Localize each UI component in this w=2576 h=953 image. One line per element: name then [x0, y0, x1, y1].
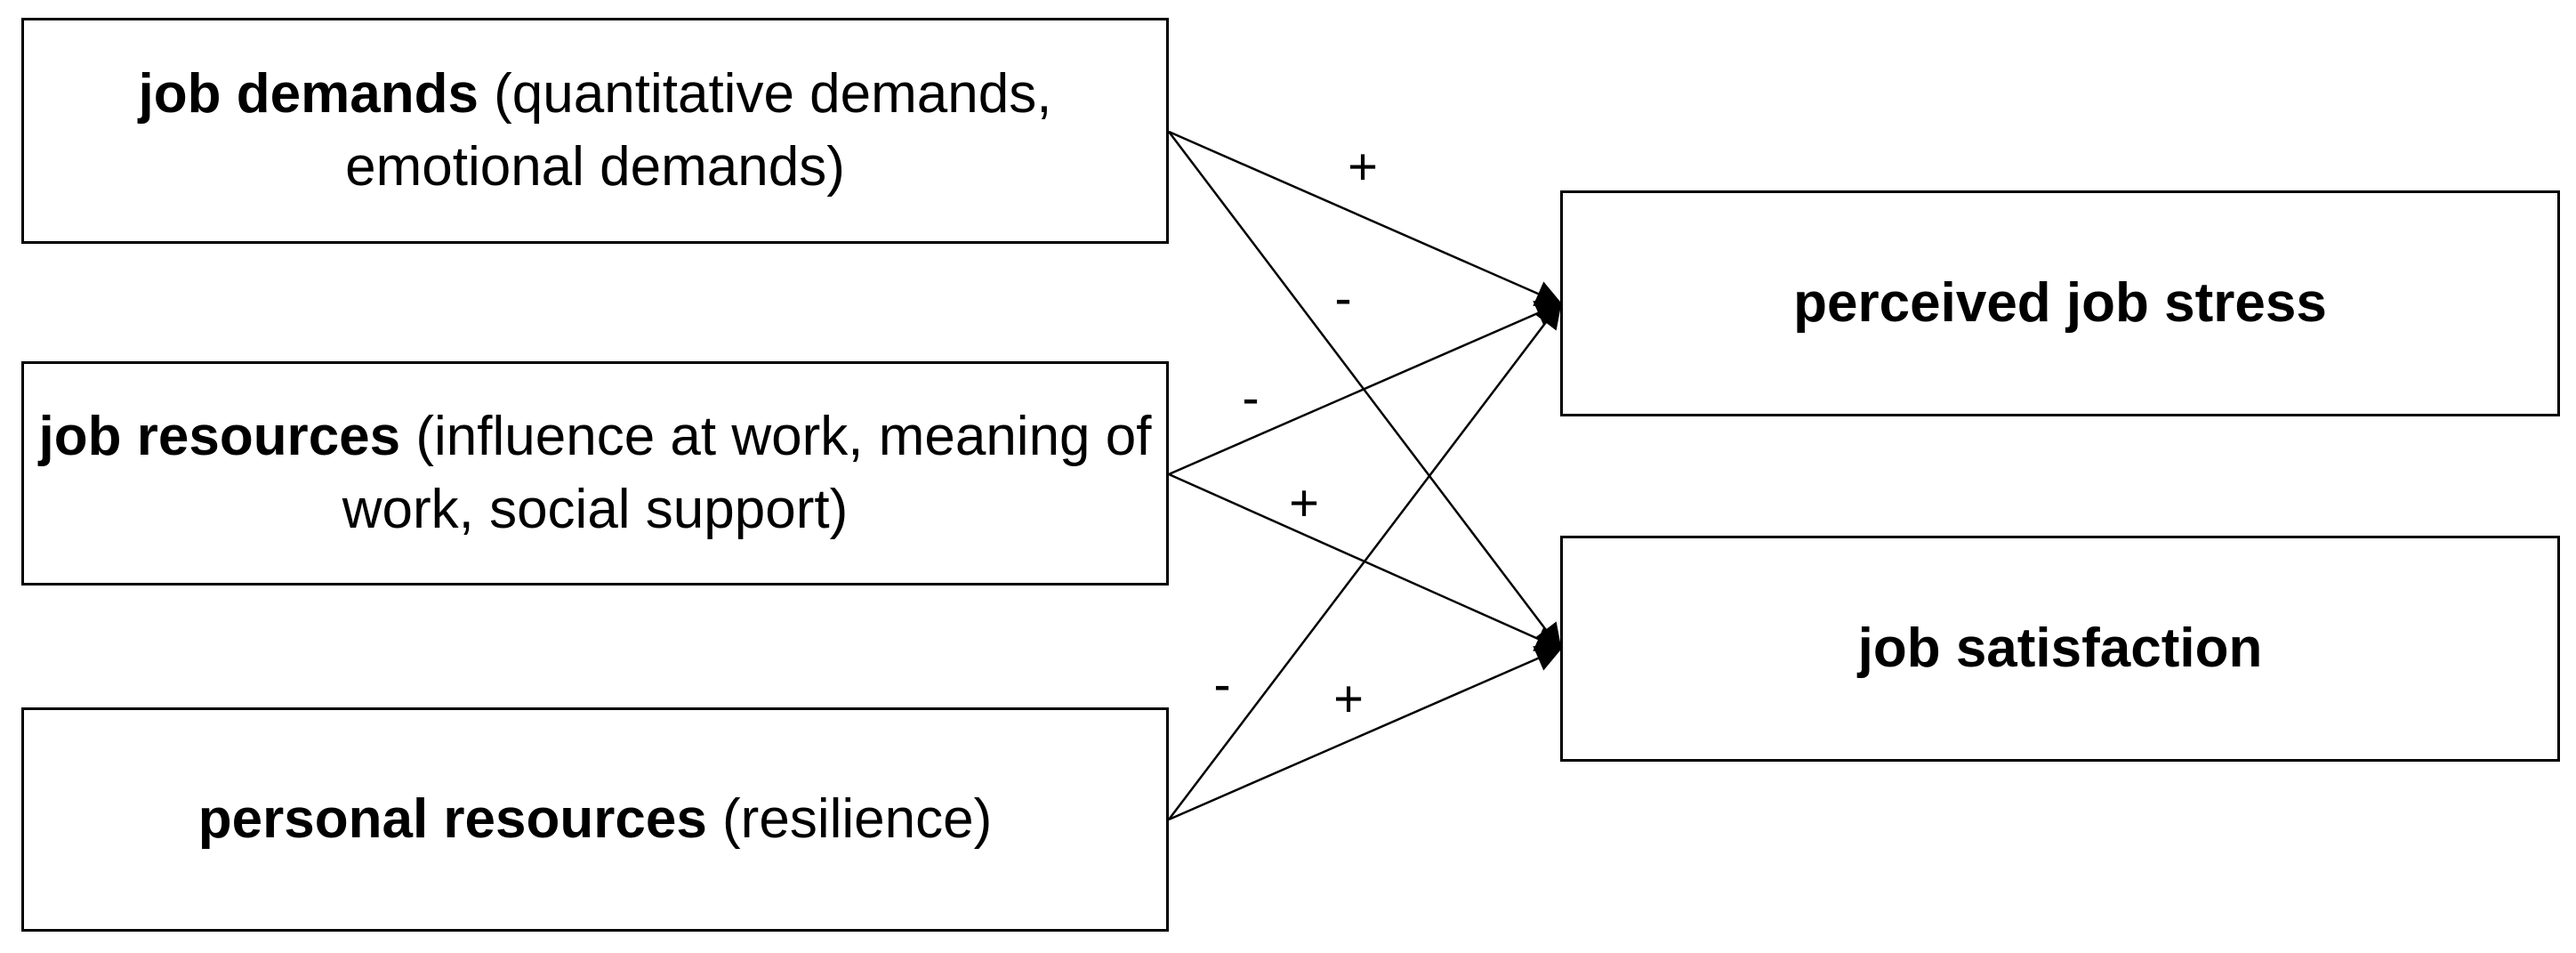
node-personal-resources-text: personal resources (resilience) [198, 783, 992, 856]
node-job-resources-text: job resources (influence at work, meanin… [24, 400, 1166, 547]
node-perceived-job-stress-label: perceived job stress [1793, 271, 2327, 334]
edge-job-demands-to-stress [1168, 130, 1563, 306]
node-personal-resources: personal resources (resilience) [21, 707, 1169, 932]
node-job-demands: job demands (quantitative demands, emoti… [21, 18, 1169, 244]
node-job-resources-label: job resources [38, 405, 401, 467]
edge-sign-job-resources-stress: - [1242, 369, 1260, 427]
edge-sign-personal-resources-stress: - [1213, 656, 1231, 714]
edge-sign-job-demands-stress: + [1348, 138, 1378, 196]
edge-sign-personal-resources-satisfaction: + [1333, 670, 1364, 728]
edge-job-demands-to-satisfaction [1168, 131, 1562, 651]
node-personal-resources-label: personal resources [197, 787, 707, 850]
node-job-demands-text: job demands (quantitative demands, emoti… [24, 58, 1166, 205]
node-job-resources-detail: (influence at work, meaning of work, soc… [342, 405, 1152, 540]
node-personal-resources-detail: (resilience) [706, 787, 993, 850]
edge-personal-resources-to-satisfaction [1168, 646, 1563, 821]
edge-sign-job-resources-satisfaction: + [1289, 474, 1319, 532]
edge-job-resources-to-stress [1168, 301, 1563, 476]
node-job-satisfaction-label: job satisfaction [1857, 617, 2263, 679]
node-job-resources: job resources (influence at work, meanin… [21, 361, 1169, 586]
edge-personal-resources-to-stress [1168, 301, 1562, 820]
node-perceived-job-stress: perceived job stress [1560, 190, 2560, 416]
edge-sign-job-demands-satisfaction: - [1334, 270, 1352, 327]
node-job-demands-detail: (quantitative demands, emotional demands… [345, 62, 1052, 198]
node-job-satisfaction: job satisfaction [1560, 536, 2560, 762]
node-job-demands-label: job demands [138, 62, 479, 125]
